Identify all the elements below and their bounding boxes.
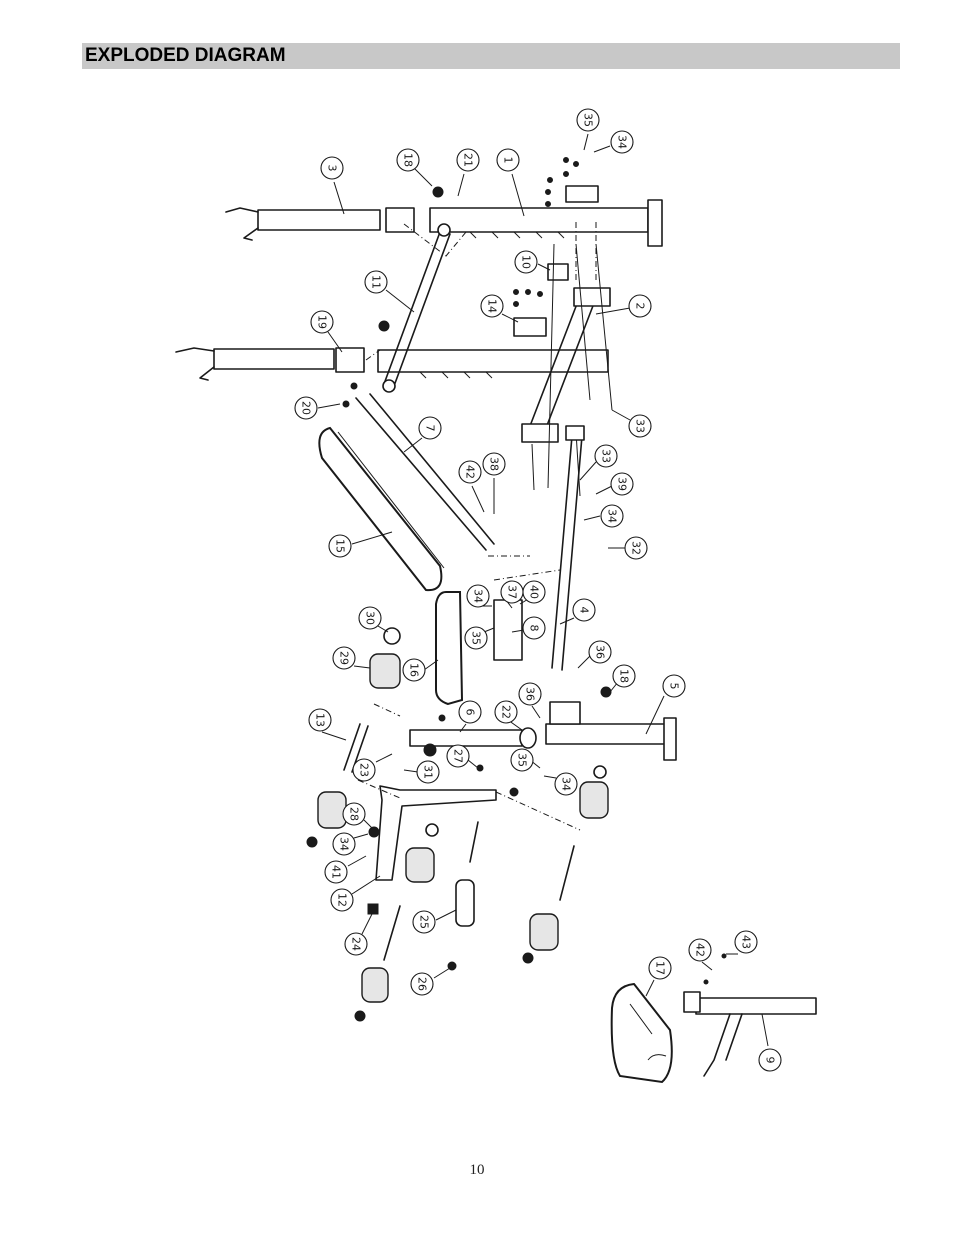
callout-32: 32 xyxy=(630,541,643,555)
callout-42-preacher: 42 xyxy=(694,943,707,957)
callout-8: 8 xyxy=(528,625,541,632)
callout-25: 25 xyxy=(418,915,431,929)
part-34-plate-top xyxy=(565,185,599,203)
callout-22: 22 xyxy=(500,705,513,719)
part-9-preacher-post xyxy=(683,991,817,1077)
callout-21: 21 xyxy=(462,153,475,167)
part-16-seat-pad xyxy=(435,591,464,706)
callout-2: 2 xyxy=(634,303,647,310)
part-7-pad-frame xyxy=(355,393,495,551)
part-11-brace-tube xyxy=(382,223,451,393)
part-12-leg-lever xyxy=(375,785,497,881)
callout-26: 26 xyxy=(416,977,429,991)
callout-1: 1 xyxy=(502,157,515,164)
part-17-preacher-pad xyxy=(610,982,673,1084)
callout-36-front: 36 xyxy=(524,687,537,701)
callout-42-pad: 42 xyxy=(464,465,477,479)
bolt-set xyxy=(342,157,613,497)
callout-39: 39 xyxy=(616,477,629,491)
callout-33-base: 33 xyxy=(634,419,647,433)
callout-6: 6 xyxy=(464,709,477,716)
callout-18-front: 18 xyxy=(618,669,631,683)
callout-36-rail: 36 xyxy=(594,645,607,659)
part-15-back-pad xyxy=(318,426,445,592)
section-title: EXPLODED DIAGRAM xyxy=(85,45,286,66)
page-number: 10 xyxy=(469,1162,485,1178)
callout-16: 16 xyxy=(408,663,421,677)
part-8-seat-bracket xyxy=(493,599,523,661)
callout-3: 3 xyxy=(326,165,339,172)
callout-29: 29 xyxy=(338,651,351,665)
callout-23: 23 xyxy=(358,763,371,777)
callout-33-rail: 33 xyxy=(600,449,613,463)
callout-34-top: 34 xyxy=(616,135,629,149)
callout-4: 4 xyxy=(578,607,591,614)
callout-31: 31 xyxy=(422,765,435,779)
part-14-bracket xyxy=(513,317,547,337)
part-5-front-stabilizer xyxy=(545,701,677,761)
small-hardware xyxy=(367,627,727,985)
callout-7: 7 xyxy=(424,425,437,432)
callout-24: 24 xyxy=(350,937,363,951)
callout-41: 41 xyxy=(330,865,343,879)
callout-10: 10 xyxy=(520,255,533,269)
part-4-main-rail xyxy=(551,425,585,671)
callout-markers xyxy=(294,108,782,1072)
callout-37: 37 xyxy=(506,585,519,599)
callout-40: 40 xyxy=(528,585,541,599)
callout-9: 9 xyxy=(764,1057,777,1064)
callout-43: 43 xyxy=(740,935,753,949)
assembly-guide-lines xyxy=(357,222,597,831)
part-3-upright-post xyxy=(225,207,415,241)
callout-20: 20 xyxy=(300,401,313,415)
callout-34-front: 34 xyxy=(560,777,573,791)
callout-34-lever: 34 xyxy=(338,837,351,851)
callout-34-rail: 34 xyxy=(606,509,619,523)
part-1-main-frame-tube xyxy=(429,199,663,247)
callout-13: 13 xyxy=(314,713,327,727)
callout-30: 30 xyxy=(364,611,377,625)
callout-28: 28 xyxy=(348,807,361,821)
callout-35-front: 35 xyxy=(516,753,529,767)
callout-35-top: 35 xyxy=(582,113,595,127)
callout-38: 38 xyxy=(488,457,501,471)
callout-35-seat: 35 xyxy=(470,631,483,645)
callout-12: 12 xyxy=(336,893,349,907)
part-10-bracket xyxy=(547,263,569,281)
part-6-leg-tube xyxy=(409,727,537,749)
section-header-bar: EXPLODED DIAGRAM xyxy=(82,43,900,69)
callout-18-top: 18 xyxy=(402,153,415,167)
callout-19: 19 xyxy=(316,315,329,329)
foam-rollers xyxy=(306,653,609,1022)
callout-17: 17 xyxy=(654,961,667,975)
callout-11: 11 xyxy=(370,275,383,289)
callout-34-seat: 34 xyxy=(472,589,485,603)
callout-15: 15 xyxy=(334,539,347,553)
callout-27: 27 xyxy=(452,749,465,763)
lower-roller-tubes xyxy=(383,821,575,961)
callout-5: 5 xyxy=(668,683,681,690)
callout-labels: 1 2 3 4 5 6 7 8 9 10 11 12 13 14 15 16 1… xyxy=(300,113,777,1064)
callout-14: 14 xyxy=(486,299,499,313)
